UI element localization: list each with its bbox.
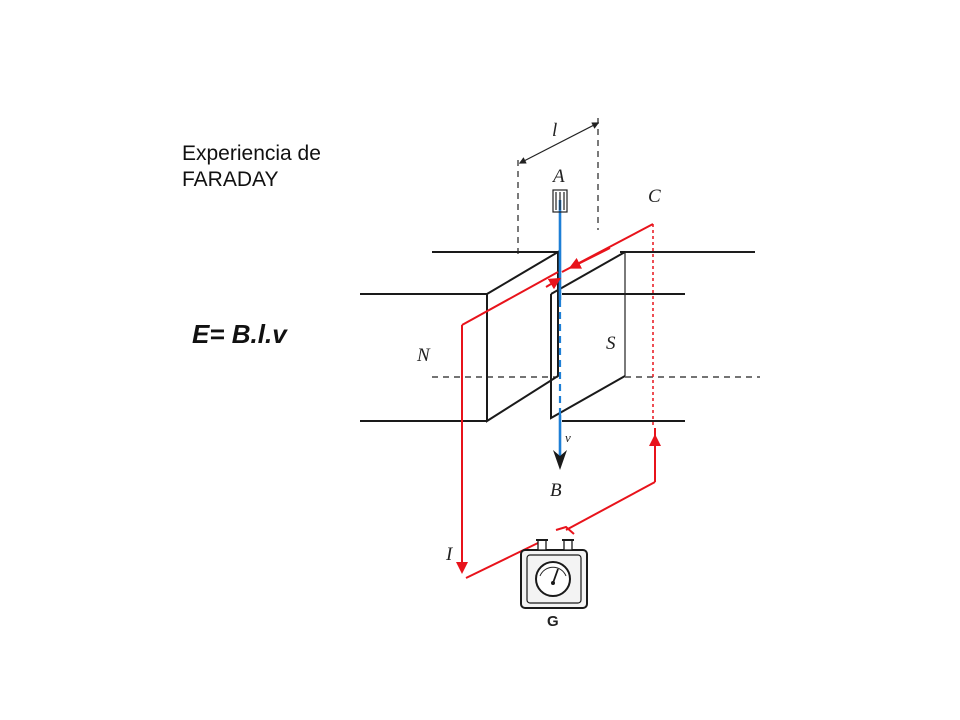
- south-pole-face: [550, 294, 626, 420]
- label-s: S: [606, 333, 616, 354]
- conductor-rod: [545, 189, 568, 470]
- magnet-poles: [360, 250, 760, 423]
- label-b: B: [550, 480, 562, 501]
- galvanometer: G: [520, 539, 588, 630]
- label-i: I: [445, 544, 454, 565]
- north-pole-face: [486, 250, 559, 423]
- diagram-title-line2: FARADAY: [182, 168, 278, 191]
- length-dimension: l: [517, 118, 600, 258]
- formula-text: E= B.l.v: [192, 319, 288, 349]
- label-a: A: [551, 166, 565, 187]
- length-label: l: [552, 120, 557, 141]
- label-g: G: [547, 613, 559, 630]
- label-v: v: [565, 430, 571, 445]
- circuit-wire: [456, 223, 661, 579]
- diagram-title-line1: Experiencia de: [182, 142, 321, 165]
- label-c: C: [648, 186, 661, 207]
- galvanometer-dial-icon: [535, 561, 571, 597]
- label-n: N: [416, 345, 431, 366]
